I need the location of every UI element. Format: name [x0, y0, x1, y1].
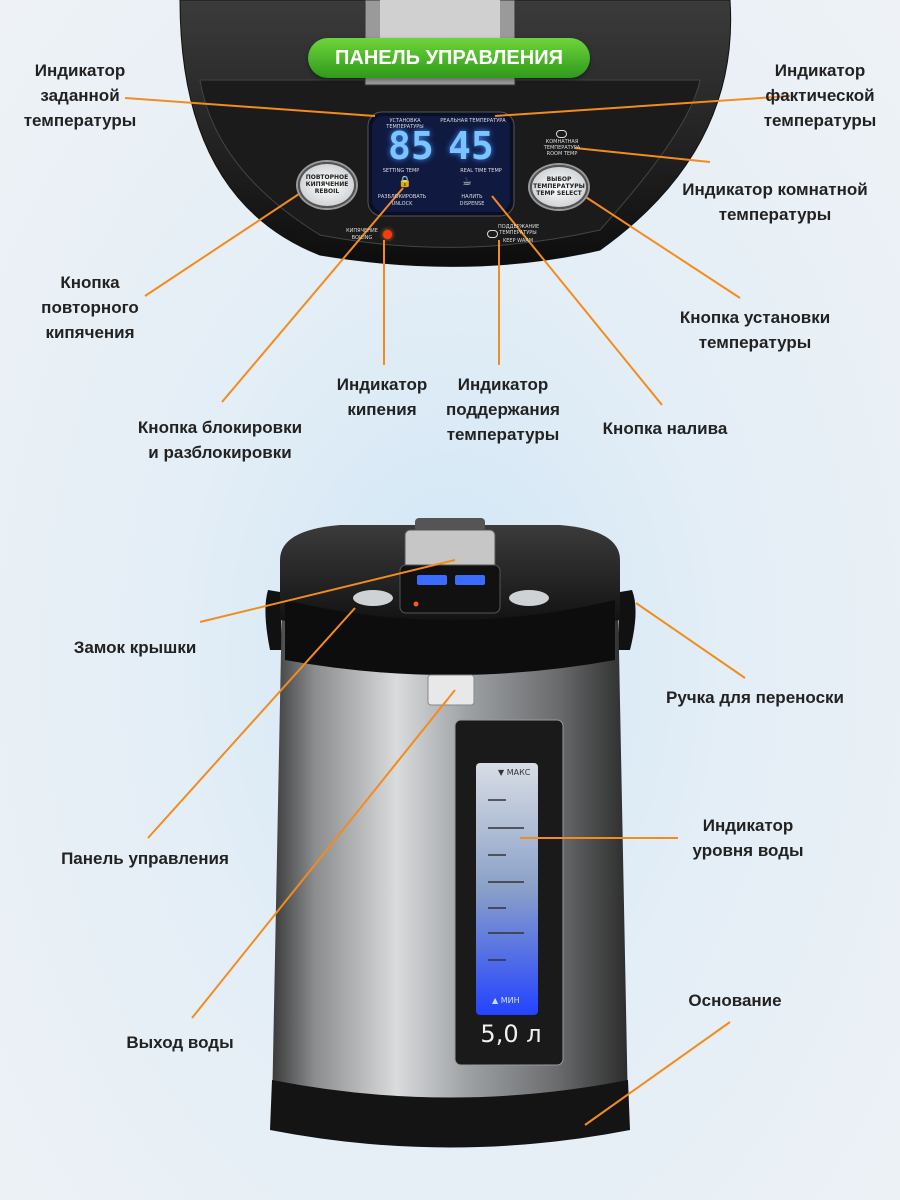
- label-lock-button: Кнопка блокировки и разблокировки: [137, 418, 303, 462]
- set-temp-display: 85: [388, 124, 434, 168]
- line-lid-lock: [199, 559, 456, 623]
- keep-warm-caption-ru: ПОДДЕРЖАНИЕ ТЕМПЕРАТУРЫ: [498, 224, 540, 236]
- line-dispense: [491, 195, 663, 406]
- label-water-outlet: Выход воды: [126, 1033, 234, 1052]
- lock-icon[interactable]: 🔒: [398, 176, 412, 188]
- label-real-temp-indicator: Индикатор фактической температуры: [763, 61, 877, 130]
- real-temp-caption: РЕАЛЬНАЯ ТЕМПЕРАТУРА: [440, 118, 506, 124]
- reboil-label-ru: ПОВТОРНОЕ КИПЯЧЕНИЕ: [305, 174, 349, 188]
- gauge-volume: 5,0 л: [480, 1020, 542, 1048]
- real-temp-display: 45: [448, 124, 494, 168]
- dispense-caption-ru: НАЛИТЬ: [461, 194, 483, 200]
- unlock-caption-ru: РАЗБЛОКИРОВАТЬ: [377, 194, 427, 200]
- label-base: Основание: [688, 991, 782, 1010]
- set-temp-caption: УСТАНОВКА ТЕМПЕРАТУРЫ: [386, 118, 424, 130]
- thermopot-image: [265, 518, 636, 1148]
- setting-temp-caption: SETTING TEMP: [382, 168, 420, 174]
- dispense-caption-en: DISPENSE: [459, 201, 485, 207]
- line-real-temp: [494, 95, 791, 117]
- real-time-temp-caption: REAL TIME TEMP: [460, 168, 502, 174]
- temp-select-button[interactable]: ВЫБОР ТЕМПЕРАТУРЫ TEMP SELECT: [530, 165, 588, 209]
- temp-select-label-ru: ВЫБОР ТЕМПЕРАТУРЫ: [533, 176, 585, 190]
- keep-warm-caption-en: KEEP WARM: [502, 238, 534, 244]
- label-control-panel: Панель управления: [61, 849, 229, 868]
- line-base: [584, 1021, 731, 1126]
- line-temp-select: [574, 189, 741, 299]
- label-carry-handle: Ручка для переноски: [666, 688, 844, 707]
- unlock-caption-en: UNLOCK: [391, 201, 413, 207]
- label-set-temp-indicator: Индикатор заданной температуры: [23, 61, 137, 130]
- room-temp-indicator-light: [556, 130, 567, 138]
- label-water-level: Индикатор уровня воды: [692, 816, 804, 860]
- line-outlet: [191, 689, 456, 1019]
- room-temp-caption-ru: КОМНАТНАЯ ТЕМПЕРАТУРА: [543, 139, 581, 151]
- reboil-button[interactable]: ПОВТОРНОЕ КИПЯЧЕНИЕ REBOIL: [298, 162, 356, 208]
- label-reboil-button: Кнопка повторного кипячения: [41, 273, 139, 342]
- reboil-label-en: REBOIL: [314, 188, 340, 195]
- control-panel-banner: ПАНЕЛЬ УПРАВЛЕНИЯ: [308, 38, 590, 78]
- line-room-temp: [574, 147, 711, 163]
- line-reboil: [144, 189, 306, 297]
- line-control-panel: [147, 607, 356, 839]
- label-temp-select-button: Кнопка установки температуры: [679, 308, 831, 352]
- line-handle: [635, 602, 746, 679]
- boiling-caption-ru: КИПЯЧЕНИЕ: [346, 228, 378, 234]
- gauge-max-label: МАКС: [506, 768, 531, 777]
- temp-select-label-en: TEMP SELECT: [536, 190, 582, 197]
- boiling-caption-en: BOILING: [351, 235, 373, 241]
- cup-icon[interactable]: ☕: [462, 176, 472, 188]
- callout-lines: [124, 95, 791, 1126]
- keep-warm-indicator-light: [487, 230, 498, 238]
- label-dispense-button: Кнопка налива: [602, 419, 728, 438]
- line-set-temp: [124, 97, 376, 117]
- label-room-temp-indicator: Индикатор комнатной температуры: [682, 180, 868, 224]
- label-boil-indicator: Индикатор кипения: [336, 375, 428, 419]
- label-keep-warm-indicator: Индикатор поддержания температуры: [446, 375, 560, 444]
- gauge-min: ▲ МИН: [492, 996, 520, 1005]
- gauge-min-label: МИН: [500, 996, 520, 1005]
- label-lid-lock: Замок крышки: [73, 638, 197, 657]
- boil-indicator-light: [383, 230, 392, 239]
- room-temp-caption-en: ROOM TEMP: [546, 151, 578, 157]
- line-lock: [221, 187, 404, 403]
- gauge-max: ▼ МАКС: [498, 768, 531, 777]
